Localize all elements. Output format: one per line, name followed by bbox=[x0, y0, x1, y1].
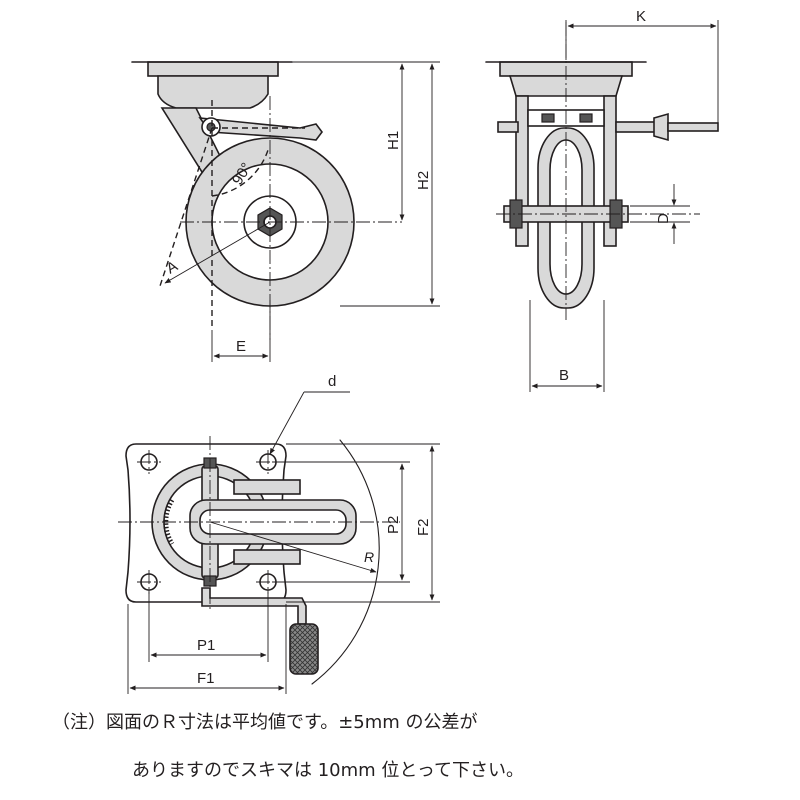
swing-radius-arc bbox=[311, 439, 380, 685]
note-line-1: （注）図面のＲ寸法は平均値です。±5mm の公差が bbox=[52, 712, 478, 733]
dim-label-D: D bbox=[655, 213, 672, 224]
dim-label-H2: H2 bbox=[415, 171, 432, 190]
note-line-2: ありますのでスキマは 10mm 位とって下さい。 bbox=[132, 760, 524, 781]
brake-pin-front bbox=[615, 121, 657, 133]
side-view: A 90° H1 H2 E bbox=[131, 61, 440, 362]
dim-label-P2: P2 bbox=[385, 516, 402, 534]
dim-label-B: B bbox=[559, 367, 569, 384]
dim-label-F2: F2 bbox=[415, 518, 432, 536]
dim-label-P1: P1 bbox=[197, 637, 215, 654]
swivel-head bbox=[157, 75, 269, 109]
dim-label-R: R bbox=[364, 549, 374, 565]
dim-label-F1: F1 bbox=[197, 670, 215, 687]
top-view: R d P2 F2 P1 F1 bbox=[118, 373, 440, 694]
brake-pedal bbox=[289, 623, 319, 675]
dim-label-A: A bbox=[164, 258, 181, 278]
mount-plate-side bbox=[147, 61, 279, 77]
dim-label-H1: H1 bbox=[385, 131, 402, 150]
dim-label-K: K bbox=[636, 8, 646, 25]
front-view: K D B bbox=[485, 8, 719, 392]
dim-label-E: E bbox=[236, 338, 246, 355]
dim-label-d: d bbox=[328, 373, 336, 390]
